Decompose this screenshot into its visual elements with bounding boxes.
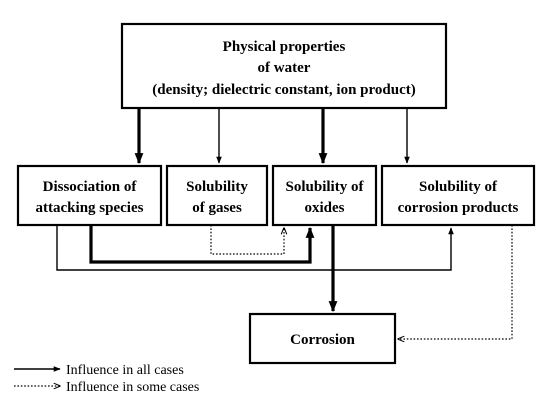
legend-solid-label: Influence in all cases bbox=[66, 363, 184, 378]
node-label-line: Corrosion bbox=[290, 332, 355, 348]
legend-dotted-label: Influence in some cases bbox=[66, 380, 199, 395]
node-label-line: Dissociation of bbox=[43, 179, 138, 195]
node-solubility-gases: Solubility of gases bbox=[165, 164, 269, 227]
node-solubility-oxides: Solubility of oxides bbox=[271, 164, 378, 227]
node-dissociation: Dissociation of attacking species bbox=[16, 164, 163, 227]
edge-dissociation-to-solubility-oxides bbox=[89, 225, 315, 264]
node-label-line: Solubility bbox=[186, 179, 248, 195]
node-label-line: (density; dielectric constant, ion produ… bbox=[152, 82, 415, 98]
edge-dissociation-to-corrosion-products bbox=[56, 225, 454, 271]
node-corrosion: Corrosion bbox=[248, 312, 397, 365]
node-label-line: corrosion products bbox=[398, 200, 519, 216]
edge-gases-to-oxides bbox=[210, 225, 284, 255]
node-label-line: Solubility of bbox=[419, 179, 498, 195]
node-label-line: oxides bbox=[304, 200, 344, 216]
legend: Influence in all cases Influence in some… bbox=[14, 363, 199, 395]
node-solubility-corrosion-products: Solubility of corrosion products bbox=[380, 164, 536, 227]
node-label-line: Physical properties bbox=[223, 39, 346, 55]
node-label-line: of gases bbox=[192, 200, 242, 216]
node-label-line: attacking species bbox=[36, 200, 144, 216]
node-physical-properties: Physical properties of water (density; d… bbox=[120, 22, 448, 110]
edge-corrosion-products-to-corrosion bbox=[398, 225, 513, 339]
node-label-line: of water bbox=[258, 60, 311, 76]
node-label-line: Solubility of bbox=[286, 179, 365, 195]
